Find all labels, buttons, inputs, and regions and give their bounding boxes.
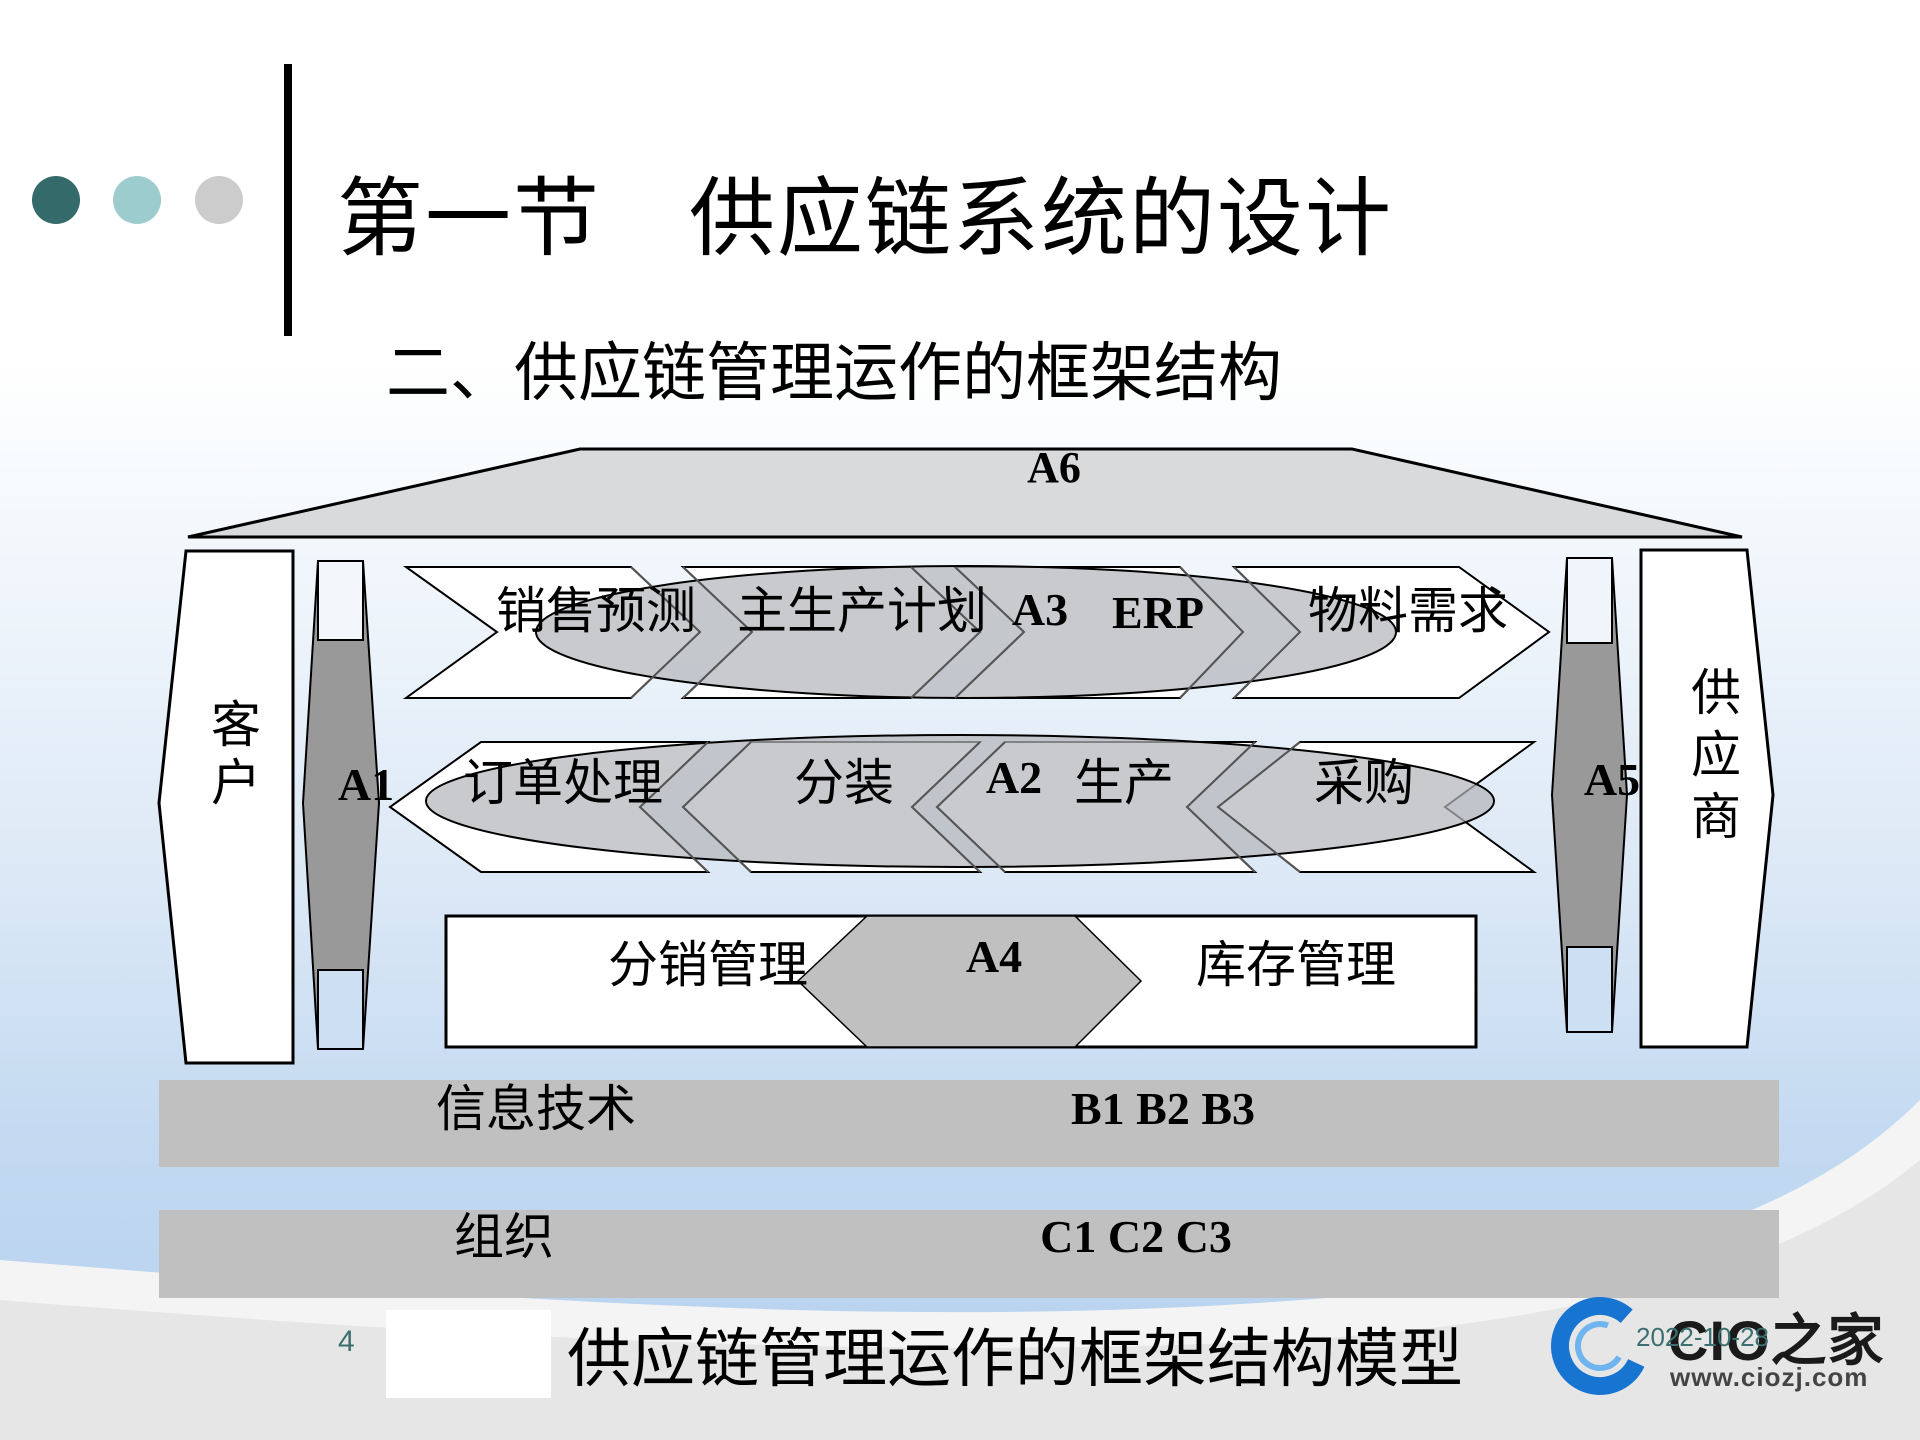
inventory-mgmt-label: 库存管理 <box>1196 937 1396 993</box>
cio-c-logo-icon <box>1551 1297 1649 1395</box>
a4-label: A4 <box>966 931 1022 982</box>
slide-subtitle: 二、供应链管理运作的框架结构 <box>386 337 1282 411</box>
step-label-sales-forecast: 销售预测 <box>496 583 696 639</box>
step-label-production: 生产 <box>1074 755 1174 811</box>
logo-name: CIO之家 <box>1668 1309 1885 1372</box>
logo-url: www.ciozj.com <box>1670 1362 1869 1392</box>
title-divider <box>284 64 292 336</box>
a3-group-ellipse <box>535 565 1397 699</box>
decor-dot-gray <box>195 176 243 224</box>
step-label-packaging: 分装 <box>794 755 894 811</box>
customer-label-1: 客 <box>211 697 261 753</box>
cio-logo: CIO之家 www.ciozj.com <box>1550 1296 1890 1396</box>
supplier-label-3: 商 <box>1691 789 1741 845</box>
a6-roof: A6 <box>187 443 1743 539</box>
blank-placeholder-box <box>386 1310 551 1398</box>
supplier-label-1: 供 <box>1691 665 1741 721</box>
page-number: 4 <box>338 1325 355 1358</box>
a4-hexagon <box>796 915 1143 1048</box>
step-label-material-requirement: 物料需求 <box>1308 583 1508 639</box>
a2-label: A2 <box>986 752 1042 803</box>
customer-label-2: 户 <box>211 755 261 811</box>
supplier-block: 供 应 商 <box>1639 548 1775 1049</box>
management-block: 分销管理 A4 库存管理 <box>444 914 1478 1049</box>
supplier-label-2: 应 <box>1691 727 1741 783</box>
a1-connector: A1 <box>301 560 394 1050</box>
slide-date: 2022-10-28 <box>1636 1322 1769 1352</box>
step-label-master-schedule: 主生产计划 <box>737 583 987 639</box>
org-layer-codes: C1 C2 C3 <box>1040 1211 1232 1262</box>
diagram-caption: 供应链管理运作的框架结构模型 <box>567 1323 1463 1397</box>
slide-title: 第一节 供应链系统的设计 <box>337 169 1393 269</box>
layer-organization: 组织 C1 C2 C3 <box>159 1209 1779 1298</box>
decor-dot-dark <box>32 176 80 224</box>
a1-label: A1 <box>338 759 394 810</box>
a5-label: A5 <box>1584 754 1640 805</box>
a3-label: A3 <box>1012 584 1068 635</box>
step-label-order-processing: 订单处理 <box>463 755 663 811</box>
org-layer-label: 组织 <box>454 1209 554 1265</box>
execution-flow-row: 订单处理 分装 A2 生产 采购 <box>388 734 1538 873</box>
step-label-erp: ERP <box>1112 587 1204 638</box>
distribution-mgmt-label: 分销管理 <box>608 937 808 993</box>
it-layer-label: 信息技术 <box>436 1081 636 1137</box>
it-layer-codes: B1 B2 B3 <box>1071 1083 1255 1134</box>
plan-flow-row: 销售预测 主生产计划 A3 ERP 物料需求 <box>402 565 1551 699</box>
customer-block: 客 户 <box>157 549 295 1065</box>
decor-dot-teal <box>113 176 161 224</box>
a5-connector: A5 <box>1550 557 1640 1033</box>
step-label-procurement: 采购 <box>1314 755 1414 811</box>
a6-label: A6 <box>1027 443 1081 492</box>
layer-information-technology: 信息技术 B1 B2 B3 <box>159 1080 1779 1167</box>
